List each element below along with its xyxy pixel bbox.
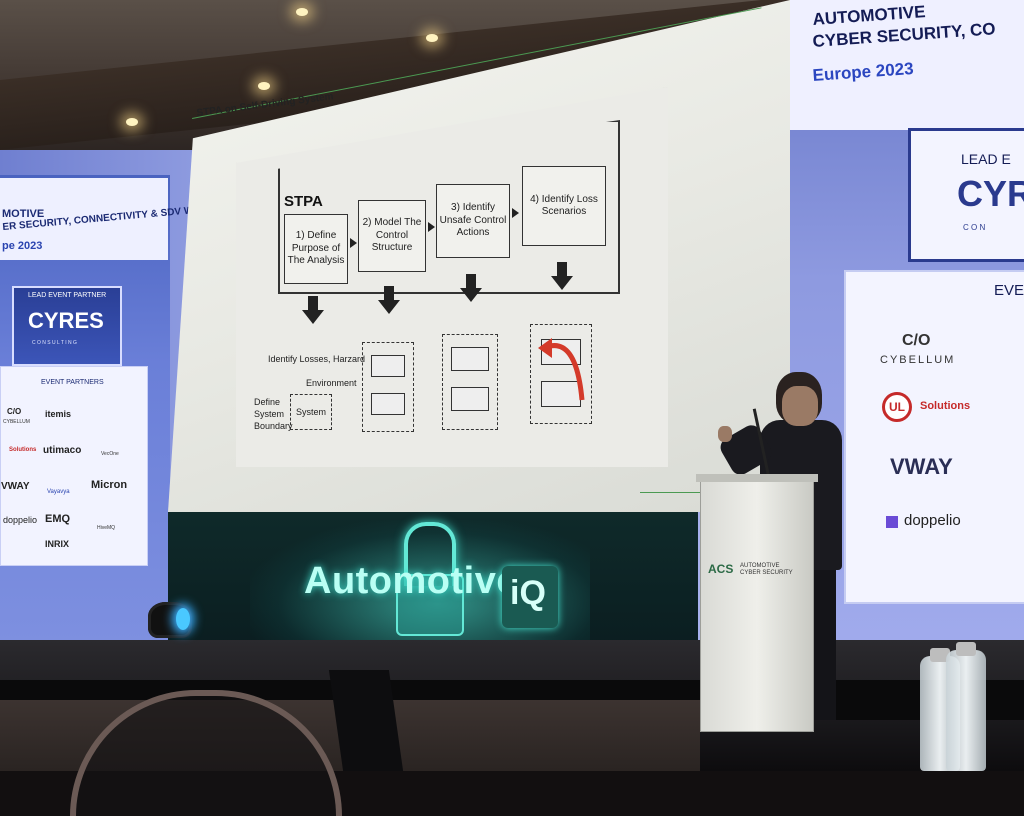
water-bottles (916, 642, 1024, 771)
losses-label: Identify Losses, Harzard (268, 354, 366, 364)
ceiling-light (126, 118, 138, 126)
partner-logo: Vayavya (47, 489, 70, 495)
speaker-hand (718, 426, 732, 442)
stage-lamp-light (176, 608, 190, 630)
podium (700, 478, 814, 732)
speaker-face (782, 386, 818, 426)
loss-scenario-curve-icon (538, 338, 585, 401)
controller-block (451, 347, 489, 371)
left-lead-partner-box: LEAD EVENT PARTNER CYRES C O N S U L T I… (12, 286, 122, 366)
step-arrow-icon (428, 222, 435, 232)
stpa-step-4: 4) Identify Loss Scenarios (522, 166, 606, 246)
partner-logo: EMQ (45, 513, 71, 525)
partner-logo: CYBELLUM (880, 354, 956, 366)
left-lead-logo-sub: C O N S U L T I N G (32, 340, 77, 346)
stage-brand-badge (502, 566, 558, 628)
process-block (371, 393, 405, 415)
partner-logo: C/O (7, 407, 22, 416)
down-arrow-icon (302, 296, 324, 324)
control-structure-box (362, 342, 414, 432)
padlock-body-icon (396, 574, 464, 636)
slide-footer-rule (640, 492, 700, 493)
ceiling-light (258, 82, 270, 90)
left-event-title-1: MOTIVE (2, 208, 45, 220)
doppelio-logo-icon (886, 516, 898, 528)
partner-logo: Micron (91, 479, 128, 491)
partner-logo: C/O (902, 332, 931, 349)
right-banner-header: AUTOMOTIVE CYBER SECURITY, CO Europe 202… (790, 0, 1024, 130)
right-lead-partner-box: LEAD E CYR C O N (908, 128, 1024, 262)
stpa-step-2: 2) Model The Control Structure (358, 200, 426, 272)
boundary-label-line: System (254, 409, 285, 420)
partner-logo: utimaco (43, 445, 82, 456)
right-event-subtitle: Europe 2023 (812, 58, 915, 85)
system-box: System (290, 394, 332, 430)
podium-top (696, 474, 818, 482)
environment-label: Environment (306, 378, 357, 388)
left-partners-label: EVENT PARTNERS (41, 379, 104, 386)
boundary-label: Define System Boundary (254, 396, 293, 432)
down-arrow-icon (551, 262, 573, 290)
ceiling-light (296, 8, 308, 16)
ceiling-light (426, 34, 438, 42)
right-partners-box: EVE C/O CYBELLUM UL Solutions VWAY doppe… (844, 270, 1024, 604)
partner-logo: itemis (45, 409, 72, 419)
boundary-label-line: Boundary (254, 421, 293, 432)
process-block (451, 387, 489, 411)
left-banner-header: MOTIVE ER SECURITY, CONNECTIVITY & SDV W… (0, 178, 214, 260)
right-lead-logo: CYR (957, 173, 1024, 214)
partner-logo: Solutions (9, 447, 37, 453)
left-event-subtitle: pe 2023 (2, 240, 43, 252)
podium-logo-subtitle: AUTOMOTIVE CYBER SECURITY (740, 563, 793, 576)
partner-logo: doppelio (904, 512, 961, 529)
stpa-label: STPA (284, 193, 323, 210)
speaker-legs (812, 560, 836, 720)
left-lead-label: LEAD EVENT PARTNER (28, 292, 107, 299)
partner-logo: Solutions (920, 400, 971, 412)
right-partners-label: EVE (994, 282, 1024, 299)
step-arrow-icon (350, 238, 357, 248)
partner-logo: HiveMQ (97, 525, 116, 531)
partner-logo: VWAY (890, 454, 953, 479)
right-lead-label: LEAD E (961, 151, 1011, 167)
left-lead-logo: CYRES (28, 308, 104, 333)
water-bottle (946, 642, 986, 771)
ul-logo-text: UL (889, 400, 905, 414)
right-lead-logo-sub: C O N (963, 223, 986, 232)
partner-logo: VWAY (1, 481, 30, 492)
podium-logo: ACS (708, 562, 734, 576)
down-arrow-icon (460, 274, 482, 302)
down-arrow-icon (378, 286, 400, 314)
padlock-icon (404, 522, 456, 586)
stpa-step-1: 1) Define Purpose of The Analysis (284, 214, 348, 284)
boundary-label-line: Define (254, 397, 281, 407)
partner-logo: INRIX (45, 539, 70, 549)
controller-block (371, 355, 405, 377)
partner-logo: CYBELLUM (3, 419, 30, 425)
ul-logo-icon: UL (882, 392, 912, 422)
left-partners-box: EVENT PARTNERS C/O CYBELLUM itemis Solut… (0, 366, 148, 566)
control-structure-box (442, 334, 498, 430)
stage-brand-title: Automotive (304, 560, 518, 602)
step-arrow-icon (512, 208, 519, 218)
partner-logo: VecOne (101, 451, 119, 457)
stage-brand-suffix: iQ (510, 574, 546, 612)
stpa-step-3: 3) Identify Unsafe Control Actions (436, 184, 510, 258)
partner-logo: doppelio (3, 515, 38, 525)
